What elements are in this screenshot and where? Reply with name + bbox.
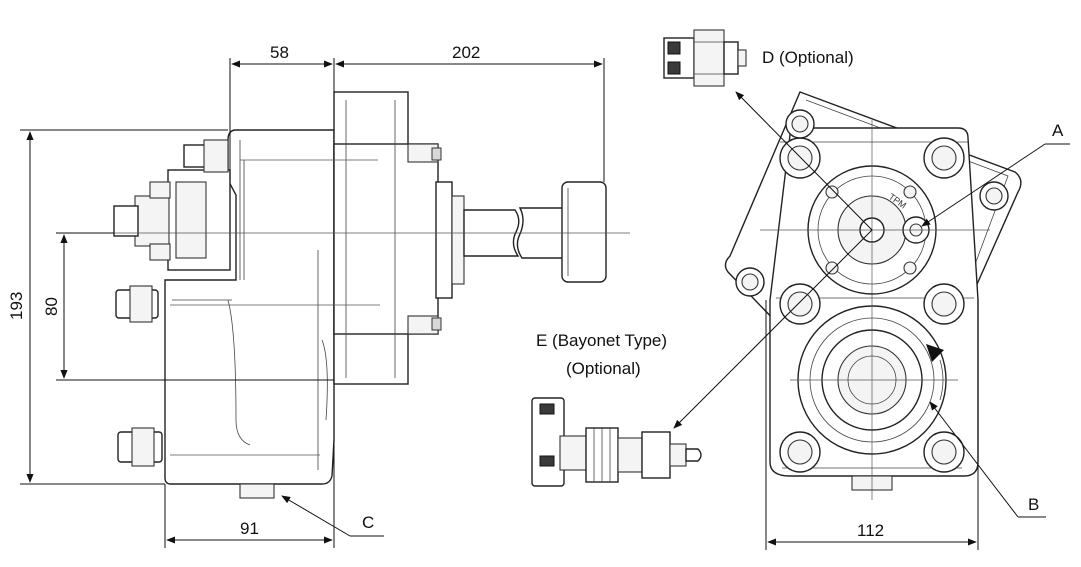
callout-e-label-line2: (Optional): [566, 359, 641, 378]
dimension-193: 193: [7, 129, 228, 485]
front-view: TPM: [724, 91, 1022, 500]
bolt-mid-left: [779, 283, 821, 325]
bolt-top-left: [779, 137, 821, 179]
bolt-flange-top: [785, 109, 815, 139]
connector-d: [663, 29, 747, 87]
side-view: [96, 91, 630, 499]
dimension-112-label: 112: [857, 521, 884, 540]
callout-c: C: [281, 495, 384, 537]
dimension-58: 58: [229, 43, 335, 180]
bolt-flange-left: [735, 267, 765, 297]
bolt-bottom-left: [779, 431, 821, 473]
bolt-nut-bottom: [117, 427, 163, 467]
bolt-flange-right: [979, 181, 1009, 211]
dimension-193-label: 193: [7, 292, 26, 320]
dimension-80: 80: [42, 232, 334, 381]
bolt-nut-top: [183, 139, 229, 173]
bolt-bottom-right: [923, 431, 965, 473]
callout-a: A: [921, 121, 1070, 227]
bolt-mid-right: [923, 283, 965, 325]
dimension-80-label: 80: [42, 297, 61, 316]
callout-b: B: [929, 401, 1046, 518]
dimension-91-label: 91: [240, 519, 259, 538]
dimension-202: 202: [335, 43, 605, 182]
connector-e: [531, 397, 702, 487]
dimension-58-label: 58: [270, 43, 289, 62]
callout-b-label: B: [1028, 495, 1039, 514]
callout-d-label: D (Optional): [762, 48, 854, 67]
dimension-112: 112: [765, 300, 979, 550]
bolt-nut-mid: [115, 285, 159, 323]
callout-c-label: C: [362, 513, 374, 532]
dimension-202-label: 202: [452, 43, 480, 62]
callout-e-label-line1: E (Bayonet Type): [536, 331, 667, 350]
bolt-top-right: [923, 137, 965, 179]
dimension-91: 91: [164, 440, 335, 548]
callout-a-label: A: [1052, 121, 1064, 140]
